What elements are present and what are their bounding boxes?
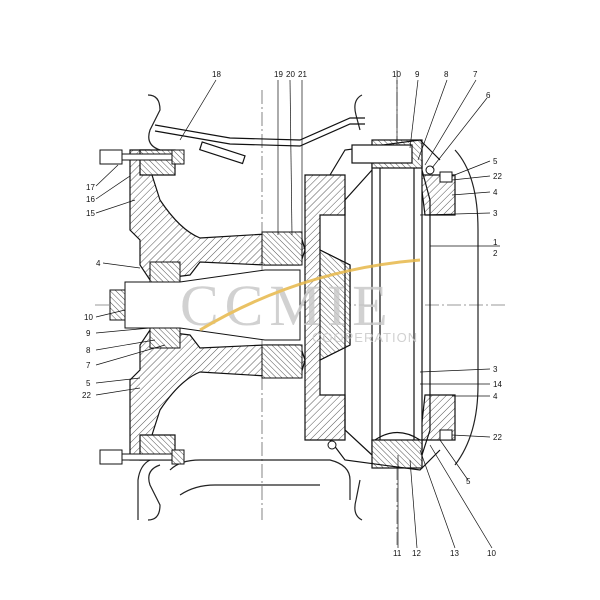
callout-4-lower: 4 (493, 392, 498, 401)
callout-22-left: 22 (82, 391, 91, 400)
callout-8-left: 8 (86, 346, 91, 355)
callout-3-upper: 3 (493, 209, 498, 218)
callout-15: 15 (86, 209, 95, 218)
brake-pipe (154, 117, 365, 165)
callout-6: 6 (486, 91, 491, 100)
callout-16: 16 (86, 195, 95, 204)
callout-4-upper: 4 (493, 188, 498, 197)
callout-12: 12 (412, 549, 421, 558)
callout-21: 21 (298, 70, 307, 79)
callout-8-top: 8 (444, 70, 449, 79)
watermark-sub: COOPERATION (312, 330, 418, 345)
callout-19: 19 (274, 70, 283, 79)
callout-10-bottom: 10 (487, 549, 496, 558)
callout-18: 18 (212, 70, 221, 79)
watermark: CCMIE COOPERATION (180, 258, 421, 345)
callout-5-lower: 5 (466, 477, 471, 486)
watermark-swoosh (199, 258, 421, 332)
callout-9-left: 9 (86, 329, 91, 338)
wheel-bolt-upper (99, 149, 185, 165)
leader-lines (95, 79, 500, 549)
callout-2: 2 (493, 249, 498, 258)
king-pin-caps (329, 139, 441, 471)
callout-20: 20 (286, 70, 295, 79)
tire-outline (454, 149, 479, 466)
callout-5-upper: 5 (493, 157, 498, 166)
callout-10-left: 10 (84, 313, 93, 322)
callout-14: 14 (493, 380, 502, 389)
callout-labels: 18 19 20 21 10 9 8 7 6 5 22 4 3 1 2 3 14… (82, 70, 502, 558)
callout-22-upper: 22 (493, 172, 502, 181)
callout-22-lower: 22 (493, 433, 502, 442)
callout-7-left: 7 (86, 361, 91, 370)
callout-17: 17 (86, 183, 95, 192)
callout-13: 13 (450, 549, 459, 558)
callout-9-top: 9 (415, 70, 420, 79)
callout-11: 11 (393, 549, 402, 558)
callout-7-top: 7 (473, 70, 478, 79)
callout-10-top: 10 (392, 70, 401, 79)
wheel-bolt-lower (99, 449, 185, 465)
callout-5-left: 5 (86, 379, 91, 388)
spindle-inner (109, 269, 301, 341)
callout-4-left: 4 (96, 259, 101, 268)
steering-knuckle (304, 174, 456, 441)
callout-3-lower: 3 (493, 365, 498, 374)
watermark-brand: CCMIE (180, 273, 394, 338)
callout-1: 1 (493, 238, 498, 247)
